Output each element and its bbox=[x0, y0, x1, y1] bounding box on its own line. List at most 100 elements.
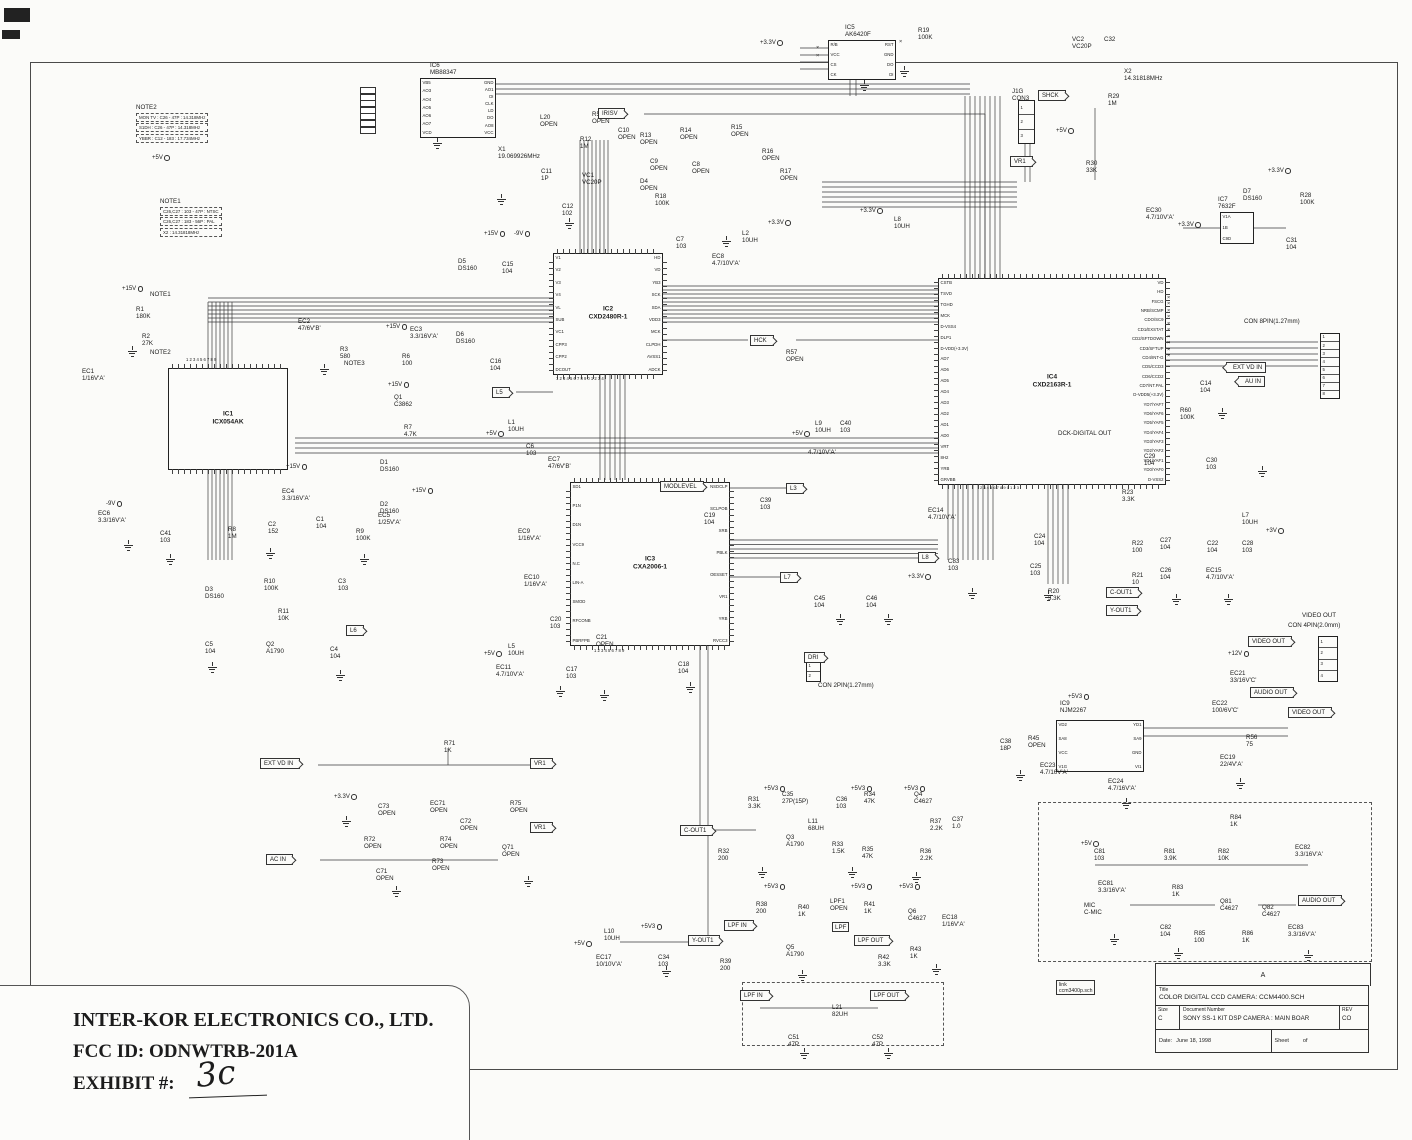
ground-icon bbox=[1234, 778, 1246, 789]
power-terminal-icon bbox=[498, 431, 504, 437]
power-terminal-icon bbox=[164, 155, 170, 161]
power-label: +15V bbox=[286, 464, 301, 470]
note-row: C26,C27 : 103 - 47P : NTSC bbox=[160, 206, 222, 216]
ground-icon bbox=[598, 690, 610, 701]
power-label: +3.3V bbox=[334, 794, 350, 800]
signal-flag: C-OUT1 bbox=[680, 825, 714, 837]
power-terminal-icon bbox=[779, 786, 786, 792]
pin-ticks bbox=[549, 257, 554, 371]
power-label: +15V bbox=[122, 286, 137, 292]
component-label: C15 104 bbox=[502, 261, 514, 276]
signal-flag: EXT VD IN bbox=[260, 758, 301, 770]
signal-flag: HCK bbox=[750, 335, 774, 347]
power-terminal-icon bbox=[403, 382, 410, 388]
date-value: June 18, 1998 bbox=[1176, 1038, 1212, 1044]
ground-icon bbox=[1256, 466, 1268, 477]
component-label: L21 82UH bbox=[832, 1004, 848, 1019]
component-label: C16 104 bbox=[490, 358, 502, 373]
component-label: R8 1M bbox=[228, 526, 237, 541]
component-label: C7 103 bbox=[676, 236, 687, 251]
component-label: EC30 4.7/10V'A' bbox=[1146, 207, 1174, 222]
component-label: C22 104 bbox=[1207, 540, 1219, 555]
connector-pin: 4 bbox=[1319, 669, 1337, 681]
component-label: L8 10UH bbox=[894, 216, 910, 231]
component-label: VC1 VC20P bbox=[582, 172, 602, 187]
power-label: +15V bbox=[388, 382, 403, 388]
ground-icon bbox=[966, 588, 978, 599]
power-terminal-icon bbox=[1278, 528, 1284, 534]
power-label: +15V bbox=[412, 488, 427, 494]
component-label: D1 DS160 bbox=[380, 459, 399, 474]
component-label: J1G CON3 bbox=[1012, 88, 1030, 103]
ground-icon bbox=[1172, 948, 1184, 959]
pin-ticks bbox=[1165, 282, 1170, 481]
schematic-title: COLOR DIGITAL CCD CAMERA: CCM4400.SCH bbox=[1159, 994, 1305, 1001]
power-label: +3V bbox=[1266, 528, 1277, 534]
component-label: R40 1K bbox=[798, 904, 810, 919]
component-label: Q6 C4627 bbox=[908, 908, 927, 923]
component-label: R19 100K bbox=[918, 27, 933, 42]
note-title: NOTE1 bbox=[160, 198, 181, 205]
component-label: EC15 4.7/10V'A' bbox=[1206, 567, 1234, 582]
connector-pin: 7 bbox=[1321, 381, 1339, 390]
power-node: +3.3V bbox=[334, 794, 357, 800]
connector-pin: 3 bbox=[1019, 128, 1034, 143]
doc-label: Document Number bbox=[1183, 1007, 1225, 1013]
power-terminal-icon bbox=[777, 40, 783, 46]
exhibit-underline bbox=[189, 1094, 267, 1099]
component-label: R43 1K bbox=[910, 946, 922, 961]
component-label: R7 4.7K bbox=[404, 424, 417, 439]
component-label: EC7 47/6V'B' bbox=[548, 456, 571, 471]
signal-flag: AU IN bbox=[1238, 376, 1266, 388]
pad bbox=[360, 106, 376, 114]
pad bbox=[360, 87, 376, 94]
scan-artifact bbox=[4, 8, 30, 22]
connector-pin: 1 bbox=[1322, 334, 1325, 340]
component-label: L11 68UH bbox=[808, 818, 824, 833]
component-label: R21 10 bbox=[1132, 572, 1144, 587]
component-label: MIC C-MIC bbox=[1084, 902, 1102, 917]
component-label: R36 2.2K bbox=[920, 848, 933, 863]
component-label: R1 180K bbox=[136, 306, 151, 321]
component-label: R85 100 bbox=[1194, 930, 1206, 945]
component-label: C29 104 bbox=[1144, 453, 1156, 468]
component-label: C2 152 bbox=[268, 521, 279, 536]
power-label: +3.3V bbox=[768, 220, 784, 226]
power-node: +5V bbox=[484, 651, 502, 657]
component-label: NOTE3 bbox=[344, 360, 365, 367]
component-label: R45 OPEN bbox=[1028, 735, 1046, 750]
signal-flag: MODLEVEL bbox=[660, 481, 704, 493]
power-terminal-icon bbox=[919, 786, 926, 792]
title-block: Title COLOR DIGITAL CCD CAMERA: CCM4400.… bbox=[1155, 985, 1369, 1053]
revision-mark: A bbox=[1260, 971, 1266, 979]
component-label: R41 1K bbox=[864, 901, 876, 916]
ground-icon bbox=[882, 614, 894, 625]
component-label: R34 47K bbox=[864, 791, 876, 806]
power-terminal-icon bbox=[656, 924, 663, 930]
component-label: R28 100K bbox=[1300, 192, 1315, 207]
power-terminal-icon bbox=[779, 884, 786, 890]
component-label: EC10 1/16V'A' bbox=[524, 574, 547, 589]
component-label: R3 580 bbox=[340, 346, 351, 361]
doc-value: SONY SS-1 KIT DSP CAMERA : MAIN BOAR bbox=[1183, 1015, 1310, 1022]
power-node: +15V bbox=[388, 382, 410, 388]
power-node: +15V bbox=[412, 488, 434, 494]
ground-icon bbox=[684, 682, 696, 693]
exhibit-label: EXHIBIT #: bbox=[73, 1073, 175, 1094]
no-connect-icon: × bbox=[1167, 353, 1171, 359]
component-label: CON 4PIN(2.0mm) bbox=[1288, 622, 1341, 629]
power-terminal-icon bbox=[1093, 841, 1099, 847]
connector-pin: 2 bbox=[1019, 114, 1034, 128]
signal-flag: AUDIO OUT bbox=[1250, 687, 1295, 699]
pin-ticks bbox=[566, 486, 571, 642]
signal-flag: SHCK bbox=[1038, 90, 1066, 102]
component-label: D4 OPEN bbox=[640, 178, 658, 193]
connector-pin: 3 bbox=[1319, 658, 1337, 670]
component-label: R10 100K bbox=[264, 578, 279, 593]
component-label: VIDEO OUT bbox=[1302, 612, 1337, 619]
component-label: C17 103 bbox=[566, 666, 578, 681]
component-label: EC9 1/16V'A' bbox=[518, 528, 541, 543]
